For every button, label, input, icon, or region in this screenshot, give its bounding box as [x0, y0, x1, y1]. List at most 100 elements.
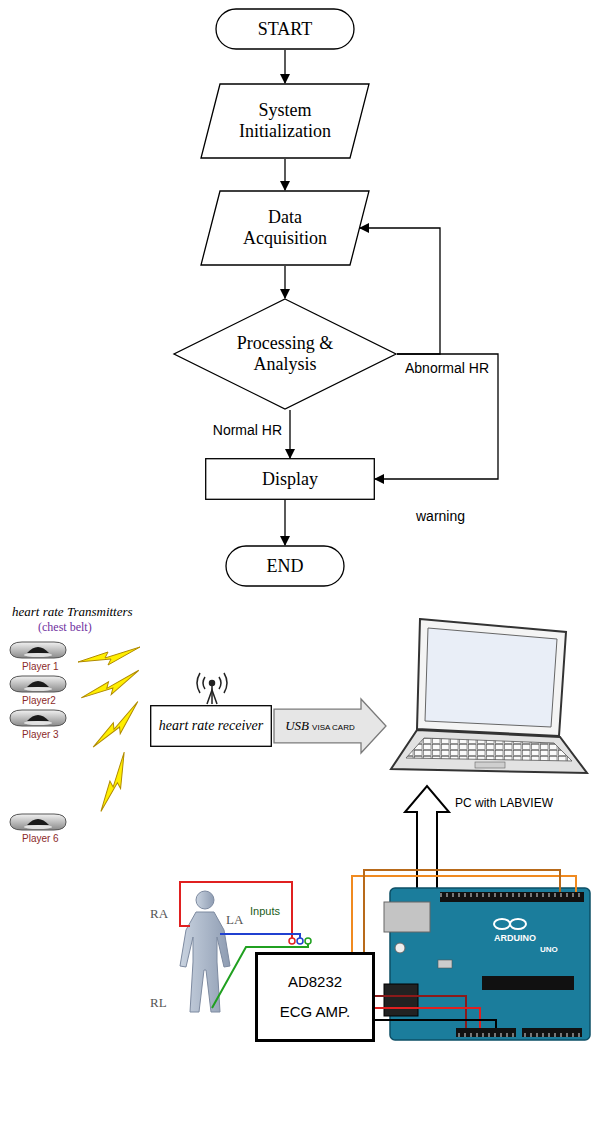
- illustration-part: [364, 870, 560, 952]
- illustration-part: [417, 619, 566, 736]
- player-label: Player 1: [22, 661, 59, 673]
- flow-arrow: [284, 266, 285, 298]
- node-outline: [255, 952, 375, 1042]
- fat-arrow-outline: [274, 699, 386, 753]
- flow-arrow: [284, 500, 285, 545]
- chest-belt-transmitter: [10, 676, 66, 692]
- illustration-part: [522, 1028, 582, 1037]
- player-label: Player 3: [22, 729, 59, 741]
- note-label: warning: [414, 508, 467, 525]
- illustration-part: [197, 673, 200, 693]
- wireless-bolt: [78, 647, 140, 665]
- interface-text: USB: [285, 719, 309, 733]
- illustration-part: [219, 677, 221, 689]
- group-title: heart rate Transmitters: [12, 604, 133, 620]
- node-content: System Initialization: [230, 100, 340, 141]
- node-content: END: [267, 556, 304, 577]
- node-content: Processing & Analysis: [235, 333, 335, 374]
- illustration-part: [406, 738, 572, 761]
- illustration-part: [220, 934, 300, 938]
- illustration-part: [297, 938, 303, 944]
- flow-arrow: [284, 50, 285, 83]
- wireless-bolt: [78, 670, 142, 700]
- flow-arrow: [284, 159, 285, 190]
- terminator-outline: [216, 9, 354, 49]
- node-content: PC with LABVIEW: [455, 796, 553, 810]
- node-content: START: [258, 19, 312, 40]
- wireless-bolt: [85, 702, 147, 750]
- input-terminals: [289, 938, 311, 944]
- illustration-part: [456, 1028, 516, 1037]
- wireless-bolt: [89, 752, 139, 813]
- parallelogram-outline: [201, 191, 369, 265]
- box-outline: [206, 459, 375, 500]
- electrode-label: LA: [226, 912, 243, 928]
- terminator: START: [215, 8, 355, 50]
- illustration-part: [289, 938, 295, 944]
- illustration-part: [440, 892, 584, 902]
- illustration-part: [510, 919, 526, 929]
- illustration-part: [180, 882, 292, 938]
- usb-arrow: USBVISA CARD: [273, 698, 387, 754]
- illustration-part: [352, 876, 576, 952]
- diamond-outline: [174, 299, 396, 409]
- decision-diamond: Processing & Analysis: [173, 298, 397, 410]
- io-parallelogram: System Initialization: [200, 83, 370, 159]
- node-content: USBVISA CARD: [285, 719, 355, 733]
- illustration-part: [438, 960, 452, 968]
- laptop-illustration: [391, 619, 587, 773]
- usb-link-arrow: [405, 786, 449, 905]
- illustration-part: [384, 902, 430, 932]
- chest-belt-transmitter: [10, 710, 66, 726]
- illustration-part: [375, 1008, 480, 1028]
- illustration-part: [210, 681, 215, 686]
- player-label: Player2: [22, 695, 56, 707]
- illustration-part: [494, 919, 510, 929]
- chest-belt-transmitter: [10, 642, 66, 658]
- terminator-text: END: [267, 556, 304, 577]
- edge-label: Normal HR: [211, 422, 284, 439]
- interface-subtext: VISA CARD: [312, 724, 355, 733]
- edge-label: Abnormal HR: [403, 360, 491, 377]
- electrode-label: RA: [150, 906, 168, 922]
- terminator-outline: [226, 546, 344, 586]
- board-logo-text: ARDUINO: [494, 934, 536, 944]
- illustration-part: [196, 891, 214, 909]
- box-outline: [257, 954, 374, 1041]
- flow-arrow: [360, 228, 440, 354]
- receiver-box: heart rate receiver: [150, 705, 272, 747]
- antenna-icon: [197, 673, 227, 704]
- terminator: END: [225, 545, 345, 587]
- arduino-board: [384, 888, 590, 1040]
- io-parallelogram: Data Acquisition: [200, 190, 370, 266]
- illustration-part: [475, 762, 505, 768]
- board-model-text: UNO: [540, 946, 558, 955]
- illustration-part: [224, 673, 227, 693]
- amplifier-text: AD8232 ECG AMP.: [275, 967, 355, 1027]
- illustration-part: [207, 690, 217, 704]
- process-box: Display: [205, 458, 375, 500]
- illustration-part: [395, 943, 405, 953]
- ecg-amplifier-box: AD8232 ECG AMP.: [255, 952, 375, 1042]
- node-content: heart rate receiver: [159, 718, 263, 735]
- illustration-part: [384, 984, 418, 1016]
- flow-arrow: [375, 354, 498, 479]
- terminator-text: START: [258, 19, 312, 40]
- process-text: Data Acquisition: [230, 207, 340, 248]
- illustration-part: [425, 628, 557, 727]
- illustration-part: [391, 730, 587, 773]
- process-text: Display: [262, 469, 318, 490]
- chest-belt-transmitter: [10, 814, 66, 830]
- illustration-part: [305, 938, 311, 944]
- human-figure: [180, 891, 230, 1012]
- node-content: Display: [262, 469, 318, 490]
- pc-caption: PC with LABVIEW: [455, 796, 553, 810]
- electrode-label: RL: [150, 995, 167, 1011]
- decision-text: Processing & Analysis: [235, 333, 335, 374]
- group-subtitle: (chest belt): [38, 620, 92, 634]
- pc-node: PC with LABVIEW: [385, 612, 580, 812]
- parallelogram-outline: [201, 84, 369, 158]
- illustration-part: [203, 677, 205, 689]
- illustration-part: [375, 996, 466, 1028]
